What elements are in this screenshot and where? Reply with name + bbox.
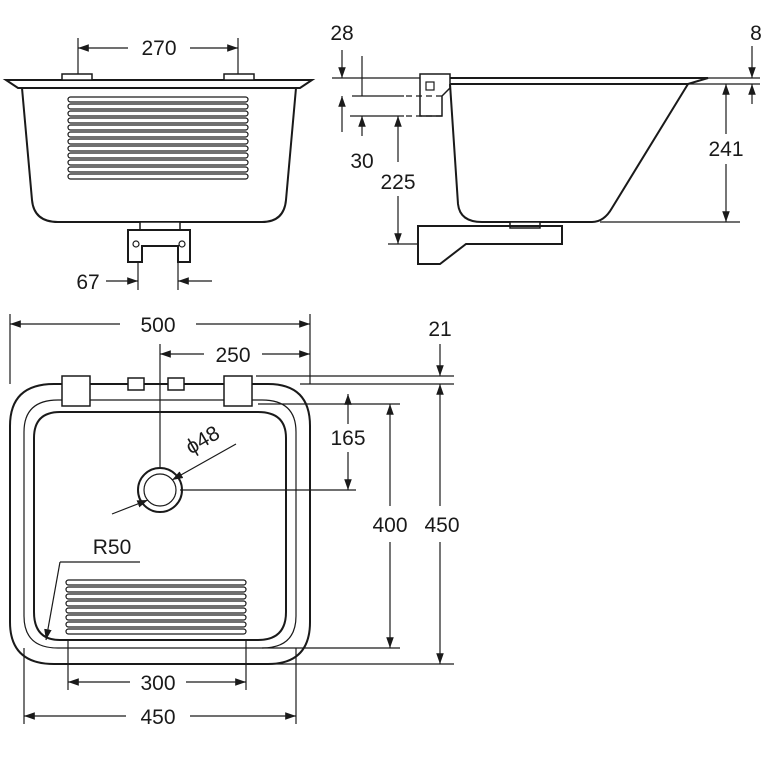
side-rim bbox=[420, 77, 709, 85]
side-clip bbox=[419, 73, 451, 117]
front-bracket bbox=[127, 229, 191, 263]
plan-drain bbox=[137, 467, 183, 513]
dim-r50: R50 bbox=[93, 536, 132, 559]
front-elevation-view: 270 67 bbox=[2, 37, 316, 294]
dim-500: 500 bbox=[140, 314, 175, 337]
dim-450-vertical: 450 bbox=[424, 514, 459, 537]
dim-250: 250 bbox=[215, 344, 250, 367]
dim-400: 400 bbox=[372, 514, 407, 537]
plan-view: 500 250 21 165 ϕ48 400 450 R50 bbox=[9, 314, 460, 729]
dim-67: 67 bbox=[76, 271, 99, 294]
plan-clip-left bbox=[61, 375, 91, 407]
dim-225: 225 bbox=[380, 171, 415, 194]
plan-clip-right bbox=[223, 375, 253, 407]
dim-300: 300 bbox=[140, 672, 175, 695]
side-bowl bbox=[449, 83, 689, 223]
side-section-view: 28 30 225 8 241 bbox=[330, 22, 762, 265]
front-rim bbox=[2, 79, 316, 89]
side-bracket bbox=[417, 225, 563, 265]
dim-165: 165 bbox=[330, 427, 365, 450]
front-drain bbox=[139, 221, 181, 231]
dim-diameter-48: ϕ48 bbox=[182, 422, 224, 459]
front-ribs bbox=[67, 96, 249, 180]
front-clip-left bbox=[61, 73, 93, 81]
dim-270: 270 bbox=[141, 37, 176, 60]
dim-28: 28 bbox=[330, 22, 353, 45]
dim-241: 241 bbox=[708, 138, 743, 161]
front-bowl bbox=[21, 87, 297, 223]
dim-450-horizontal: 450 bbox=[140, 706, 175, 729]
plan-basin bbox=[33, 411, 287, 641]
front-clip-right bbox=[223, 73, 255, 81]
dim-8: 8 bbox=[750, 22, 762, 45]
plan-ribs bbox=[65, 579, 247, 635]
dim-30: 30 bbox=[350, 150, 373, 173]
dim-21: 21 bbox=[428, 318, 451, 341]
